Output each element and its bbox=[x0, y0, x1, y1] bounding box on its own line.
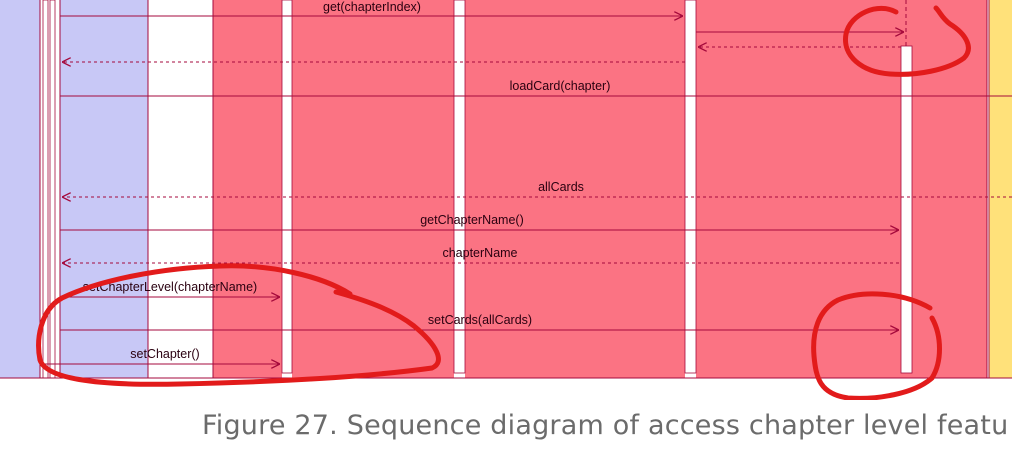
activation-bar-main-right bbox=[49, 0, 56, 379]
message-label: setChapterLevel(chapterName) bbox=[83, 280, 257, 294]
entity-lane bbox=[989, 0, 1012, 378]
annotation-circle-bottom-right bbox=[811, 291, 942, 400]
sequence-diagram: get(chapterIndex) loadCard(chapter) allC… bbox=[0, 0, 1012, 400]
annotation-circle-top-right bbox=[843, 5, 971, 77]
activation-bar-lane4 bbox=[900, 45, 913, 374]
boundary-lane-2 bbox=[292, 0, 454, 378]
boundary-lane-4 bbox=[696, 0, 987, 378]
boundary-lane-3 bbox=[465, 0, 685, 378]
messages: get(chapterIndex) loadCard(chapter) allC… bbox=[43, 0, 1012, 364]
figure-caption: Figure 27. Sequence diagram of access ch… bbox=[202, 410, 1009, 441]
activation-bar-lane3 bbox=[684, 0, 697, 374]
message-label: allCards bbox=[538, 180, 584, 194]
boundary-lane-1 bbox=[213, 0, 282, 378]
message-label: setChapter() bbox=[130, 347, 199, 361]
message-label: getChapterName() bbox=[420, 213, 524, 227]
activation-bar-lane1 bbox=[281, 0, 293, 374]
activation-bars bbox=[42, 0, 913, 379]
annotation-circle-bottom-left bbox=[36, 263, 441, 387]
red-annotation-marks bbox=[36, 5, 971, 400]
message-label: loadCard(chapter) bbox=[510, 79, 611, 93]
message-label: chapterName bbox=[442, 246, 517, 260]
message-label: setCards(allCards) bbox=[428, 313, 532, 327]
participant-lanes bbox=[0, 0, 1012, 378]
actor-lane-controller bbox=[60, 0, 148, 378]
actor-lane-left bbox=[0, 0, 40, 378]
activation-bar-lane2 bbox=[453, 0, 466, 374]
message-label: get(chapterIndex) bbox=[323, 0, 421, 14]
